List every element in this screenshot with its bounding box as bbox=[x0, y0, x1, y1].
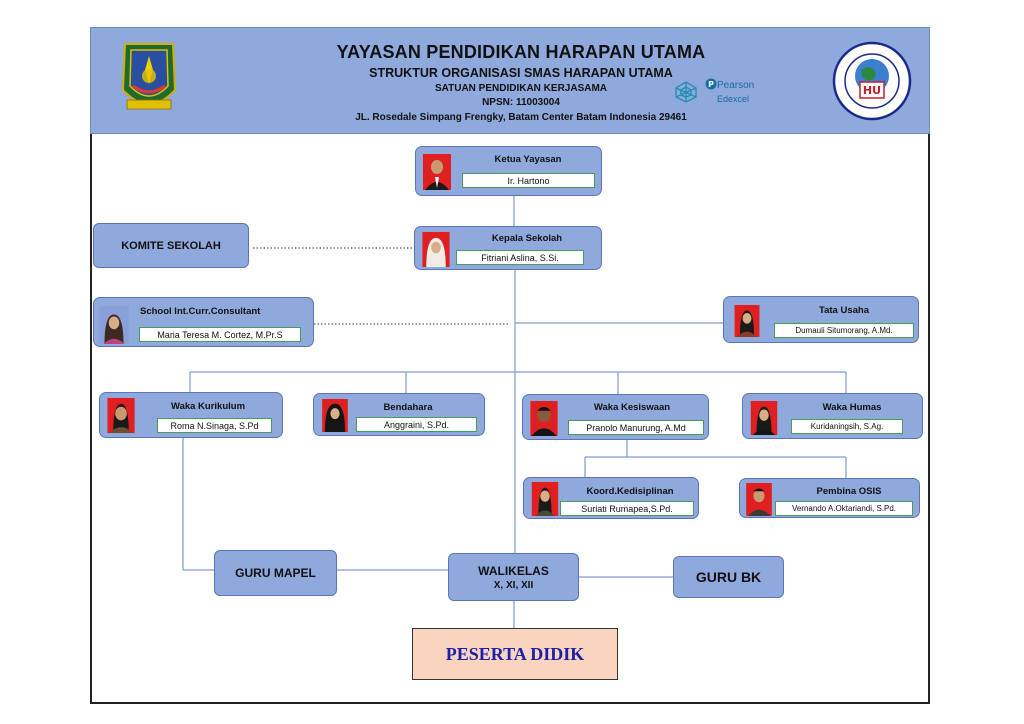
node-komite-sekolah: KOMITE SEKOLAH bbox=[93, 223, 249, 268]
person-photo-icon bbox=[746, 483, 772, 516]
node-title: Tata Usaha bbox=[819, 305, 869, 316]
node-person-name: Suriati Rumapea,S.Pd. bbox=[560, 501, 694, 516]
node-title: GURU MAPEL bbox=[235, 566, 316, 580]
node-person-name: Vernando A.Oktariandi, S.Pd. bbox=[775, 501, 913, 516]
pearson-p-icon: P bbox=[705, 78, 717, 90]
node-person-name: Roma N.Sinaga, S.Pd bbox=[157, 418, 272, 433]
person-photo-icon bbox=[531, 482, 559, 516]
person-photo-icon bbox=[530, 401, 558, 436]
node-waka-kurikulum: Waka Kurikulum Roma N.Sinaga, S.Pd bbox=[99, 392, 283, 438]
node-person-name: Ir. Hartono bbox=[462, 173, 595, 188]
header-banner: YAYASAN PENDIDIKAN HARAPAN UTAMA STRUKTU… bbox=[90, 27, 930, 134]
node-tata-usaha: Tata Usaha Dumauli Situmorang, A.Md. bbox=[723, 296, 919, 343]
node-kepala-sekolah: Kepala Sekolah Fitriani Aslina, S.Si. bbox=[414, 226, 602, 270]
node-consultant: School Int.Curr.Consultant Maria Teresa … bbox=[93, 297, 314, 347]
node-waka-humas: Waka Humas Kuridaningsih, S.Ag. bbox=[742, 393, 923, 439]
node-guru-mapel: GURU MAPEL bbox=[214, 550, 337, 596]
school-seal-icon: HU bbox=[832, 41, 912, 121]
node-title: KOMITE SEKOLAH bbox=[121, 239, 221, 252]
node-walikelas: WALIKELAS X, XI, XII bbox=[448, 553, 579, 601]
edexcel-name: Edexcel bbox=[717, 94, 750, 104]
node-guru-bk: GURU BK bbox=[673, 556, 784, 598]
pearson-edexcel-logo: P Pearson Edexcel bbox=[705, 78, 755, 110]
node-title: GURU BK bbox=[695, 569, 762, 585]
person-photo-icon bbox=[750, 401, 778, 435]
globe-network-icon bbox=[675, 81, 697, 103]
node-title: School Int.Curr.Consultant bbox=[140, 306, 261, 317]
node-waka-kesiswaan: Waka Kesiswaan Pranolo Manurung, A.Md bbox=[522, 394, 709, 440]
npsn-line: NPSN: 11003004 bbox=[482, 97, 560, 108]
foundation-title: YAYASAN PENDIDIKAN HARAPAN UTAMA bbox=[336, 42, 706, 62]
person-photo-icon bbox=[99, 306, 129, 344]
pearson-name: Pearson bbox=[717, 80, 755, 91]
node-title: Pembina OSIS bbox=[816, 486, 882, 497]
node-title: WALIKELAS bbox=[478, 563, 549, 578]
provincial-emblem-icon bbox=[121, 43, 177, 110]
person-photo-icon bbox=[322, 399, 348, 432]
person-photo-icon bbox=[422, 232, 450, 267]
node-title: Waka Kesiswaan bbox=[593, 402, 671, 413]
node-ketua-yayasan: Ketua Yayasan Ir. Hartono bbox=[415, 146, 602, 196]
person-photo-icon bbox=[423, 154, 451, 190]
node-person-name: Dumauli Situmorang, A.Md. bbox=[774, 323, 914, 338]
node-title: Koord.Kedisiplinan bbox=[586, 486, 674, 497]
node-title: Waka Kurikulum bbox=[170, 401, 246, 412]
school-type-line: SATUAN PENDIDIKAN KERJASAMA bbox=[434, 83, 608, 94]
node-person-name: Fitriani Aslina, S.Si. bbox=[456, 250, 584, 265]
node-title: PESERTA DIDIK bbox=[445, 643, 585, 664]
person-photo-icon bbox=[734, 305, 760, 337]
node-subtitle: X, XI, XII bbox=[493, 579, 534, 591]
node-koord-kedisiplinan: Koord.Kedisiplinan Suriati Rumapea,S.Pd. bbox=[523, 477, 699, 519]
address-line: JL. Rosedale Simpang Frengky, Batam Cent… bbox=[355, 112, 687, 123]
node-person-name: Maria Teresa M. Cortez, M.Pr.S bbox=[139, 327, 301, 342]
node-title: Waka Humas bbox=[822, 402, 882, 413]
node-person-name: Kuridaningsih, S.Ag. bbox=[791, 419, 903, 434]
svg-text:P: P bbox=[708, 80, 714, 89]
node-title: Kepala Sekolah bbox=[491, 233, 563, 244]
node-person-name: Pranolo Manurung, A.Md bbox=[568, 420, 704, 435]
node-title: Ketua Yayasan bbox=[494, 154, 562, 165]
org-structure-subtitle: STRUKTUR ORGANISASI SMAS HARAPAN UTAMA bbox=[369, 66, 673, 80]
person-photo-icon bbox=[107, 398, 135, 433]
seal-mark: HU bbox=[863, 84, 881, 97]
node-bendahara: Bendahara Anggraini, S.Pd. bbox=[313, 393, 485, 436]
node-pembina-osis: Pembina OSIS Vernando A.Oktariandi, S.Pd… bbox=[739, 478, 920, 518]
node-peserta-didik: PESERTA DIDIK bbox=[412, 628, 618, 680]
node-title: Bendahara bbox=[383, 402, 433, 413]
node-person-name: Anggraini, S.Pd. bbox=[356, 417, 477, 432]
